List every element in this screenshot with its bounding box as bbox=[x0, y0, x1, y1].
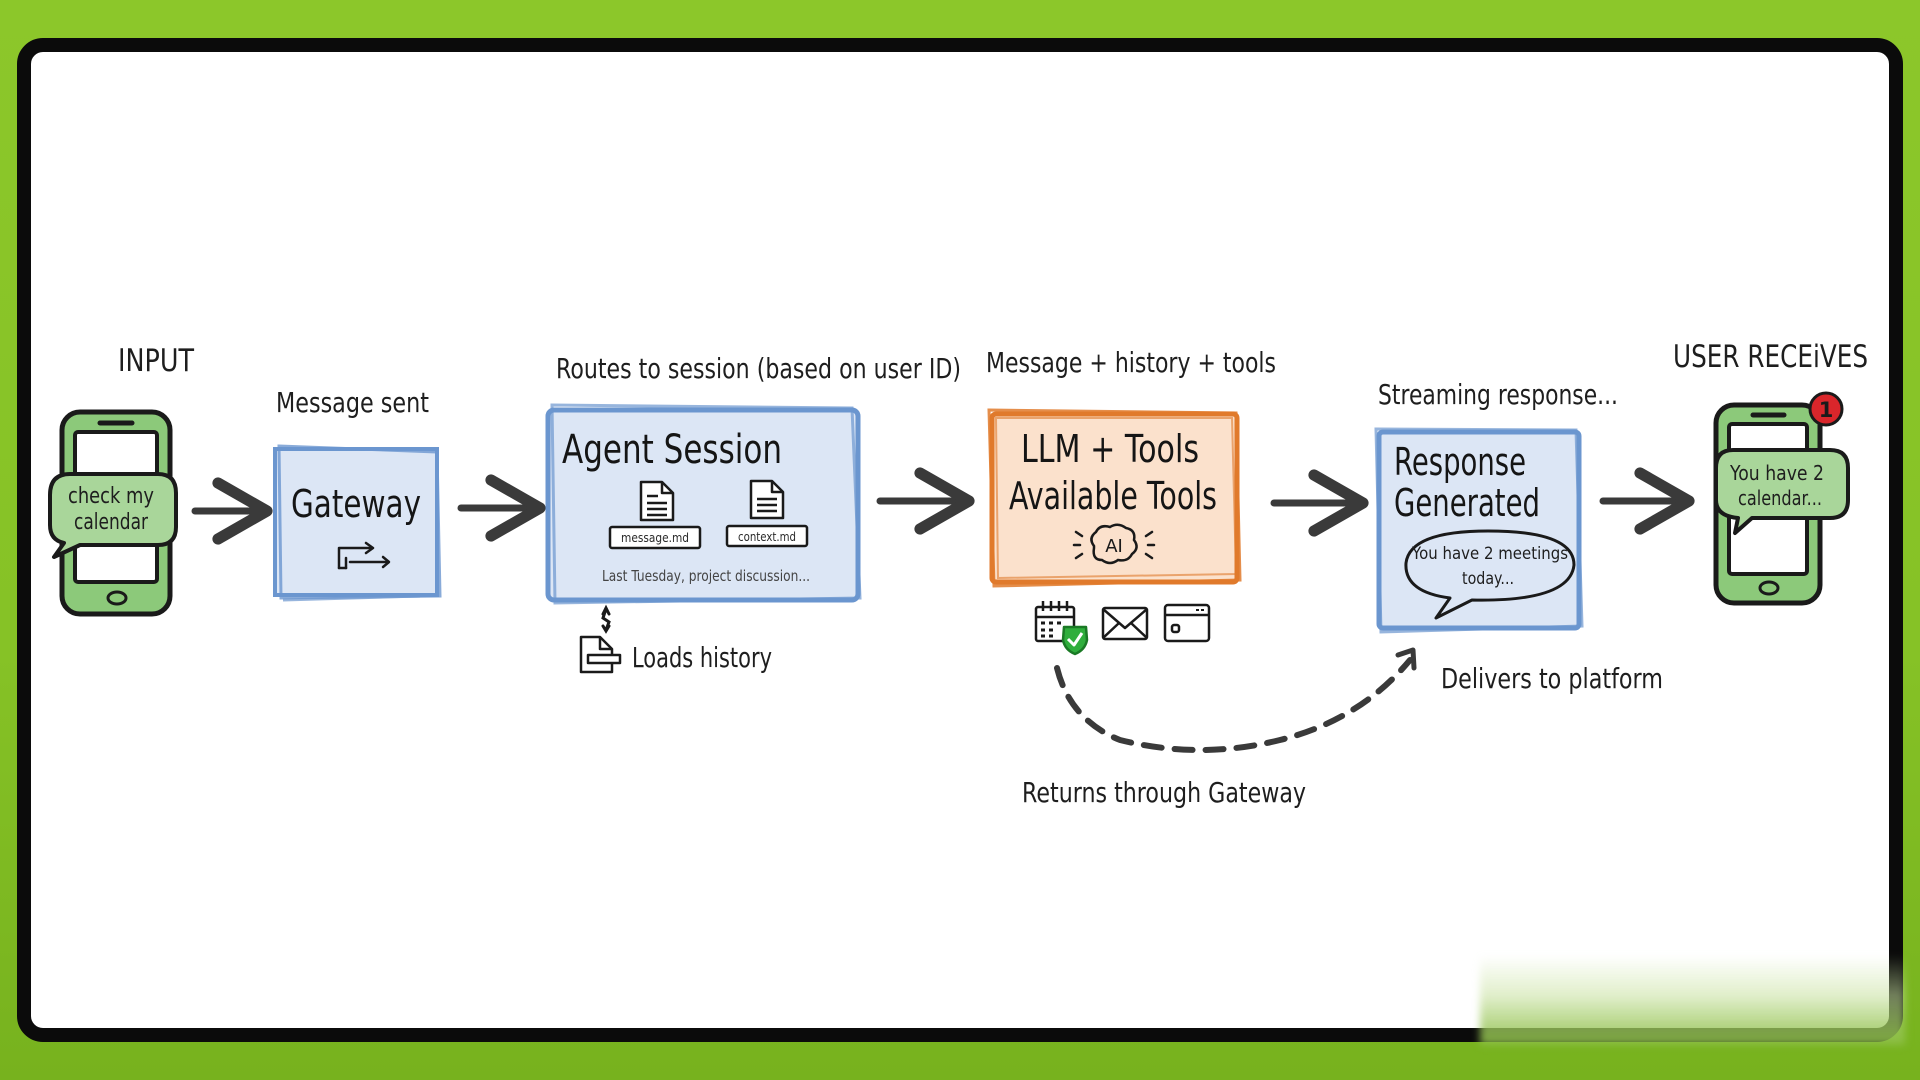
llm-caption: Message + history + tools bbox=[986, 346, 1276, 379]
file-chip-message bbox=[608, 525, 702, 550]
file-name-message: message.md bbox=[621, 531, 689, 545]
ai-brain-icon: AI bbox=[1072, 523, 1156, 565]
input-message-line1: check my bbox=[68, 484, 154, 509]
response-bubble-line1: You have 2 meetings bbox=[1411, 544, 1568, 564]
llm-title-line2: Available Tools bbox=[1009, 474, 1217, 518]
llm-title-line1: LLM + Tools bbox=[1021, 427, 1199, 471]
gateway-caption: Message sent bbox=[276, 386, 429, 419]
phone-home-button bbox=[1758, 580, 1780, 596]
session-history-note: Last Tuesday, project discussion... bbox=[602, 567, 810, 585]
document-icon bbox=[639, 480, 675, 522]
session-caption: Routes to session (based on user ID) bbox=[556, 352, 961, 385]
output-speech-bubble bbox=[1714, 448, 1850, 535]
response-bubble-line2: today... bbox=[1462, 569, 1514, 589]
browser-window-icon bbox=[1163, 603, 1211, 643]
response-title-line1: Response bbox=[1394, 440, 1526, 484]
delivers-to-platform-label: Delivers to platform bbox=[1441, 662, 1663, 695]
notification-badge bbox=[1808, 391, 1844, 427]
bottom-right-fade bbox=[1480, 955, 1905, 1045]
response-box: Response Generated You have 2 meetings t… bbox=[1374, 427, 1584, 634]
phone-home-button bbox=[106, 590, 128, 606]
gateway-box: Gateway bbox=[273, 444, 442, 602]
calendar-check-icon bbox=[1034, 601, 1089, 656]
output-message-line1: You have 2 bbox=[1729, 461, 1824, 485]
user-receives-label: USER RECEiVES bbox=[1673, 339, 1868, 375]
agent-session-box: Agent Session message.md context.md Last… bbox=[545, 403, 862, 605]
file-name-context: context.md bbox=[738, 530, 796, 544]
response-title-line2: Generated bbox=[1394, 481, 1540, 525]
output-message-line2: calendar... bbox=[1738, 486, 1822, 510]
gateway-title: Gateway bbox=[291, 482, 421, 526]
history-file-icon bbox=[579, 635, 622, 674]
response-caption: Streaming response... bbox=[1378, 378, 1618, 411]
return-dashed-arrow bbox=[1054, 657, 1413, 753]
input-phone: check my calendar bbox=[48, 409, 178, 617]
input-message-line2: calendar bbox=[74, 510, 149, 535]
output-phone: You have 2 calendar... 1 bbox=[1713, 391, 1850, 606]
envelope-icon bbox=[1101, 606, 1149, 641]
document-icon bbox=[749, 479, 785, 520]
response-speech-bubble bbox=[1404, 529, 1576, 620]
loads-history-label: Loads history bbox=[632, 641, 772, 674]
file-chip-context bbox=[725, 524, 809, 548]
llm-box: LLM + Tools Available Tools AI bbox=[987, 408, 1242, 588]
sync-arrows-icon bbox=[601, 604, 611, 634]
input-label: INPUT bbox=[118, 343, 195, 379]
input-speech-bubble bbox=[48, 472, 178, 559]
ai-label: AI bbox=[1105, 536, 1123, 557]
return-arrowhead bbox=[1395, 647, 1417, 671]
returns-through-gateway-label: Returns through Gateway bbox=[1022, 776, 1306, 809]
session-title: Agent Session bbox=[562, 427, 782, 473]
notification-count: 1 bbox=[1819, 398, 1834, 422]
routing-icon bbox=[337, 541, 391, 570]
